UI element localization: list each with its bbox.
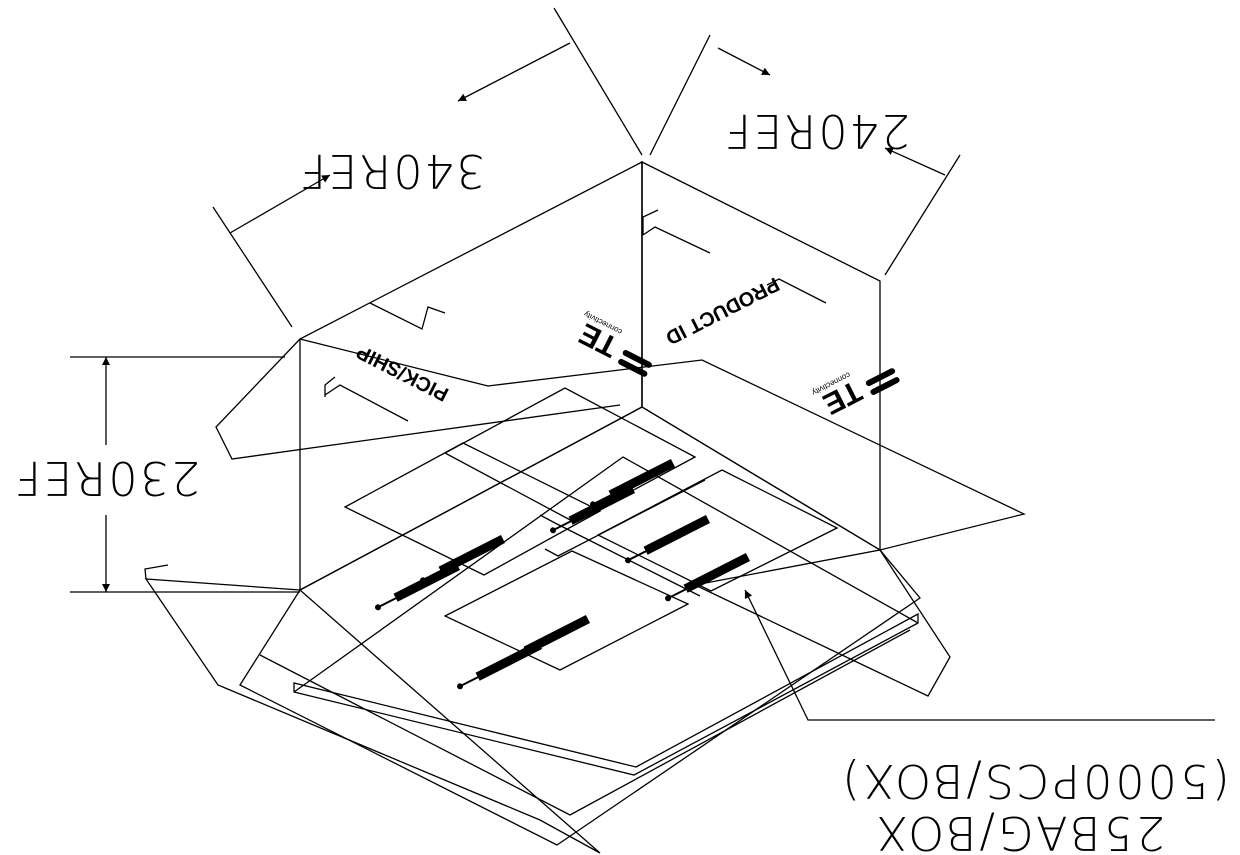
- inner-tray: [293, 612, 919, 776]
- depth-dimension-label: 340REF: [298, 144, 485, 198]
- dimension-width: 240REF: [649, 34, 961, 276]
- pick-ship-label: PICK/SHIP: [353, 340, 452, 405]
- te-logo-icon: TE connectivity: [811, 368, 900, 421]
- connector-parts: [374, 458, 750, 690]
- box-back-right-wall: [299, 160, 643, 592]
- product-id-label: PRODUCT ID: [662, 273, 783, 349]
- bag: [443, 550, 690, 671]
- box-back-left-wall: [641, 160, 881, 552]
- bag: [343, 442, 602, 576]
- dimension-depth: 340REF: [212, 7, 643, 328]
- shipping-box: PICK/SHIP PRODUCT ID TE connectivity TE …: [144, 160, 1026, 854]
- bag-count-callout: 25BAG/BOX (5000PCS/BOX): [744, 589, 1230, 855]
- width-dimension-label: 240REF: [723, 104, 910, 158]
- flap-right: [144, 578, 601, 854]
- callout-line-2: (5000PCS/BOX): [839, 754, 1230, 808]
- flap-front-left: [692, 549, 951, 697]
- height-dimension-label: 230REF: [13, 451, 200, 505]
- bag: [443, 387, 697, 523]
- dimension-height: 230REF: [13, 356, 300, 593]
- callout-line-1: 25BAG/BOX: [873, 806, 1165, 855]
